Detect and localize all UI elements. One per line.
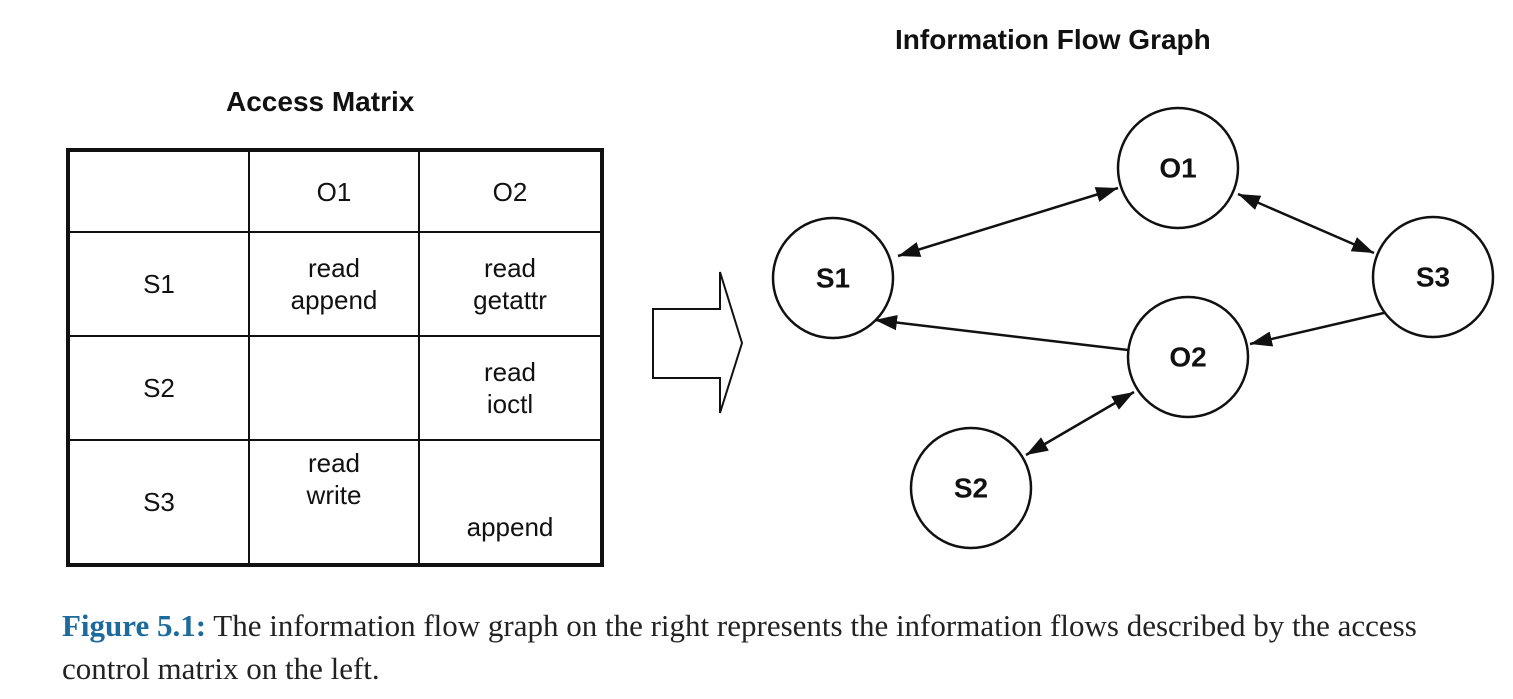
permission: ioctl: [486, 389, 534, 419]
node-s2: S2: [909, 426, 1033, 550]
permission: read: [307, 253, 361, 283]
node-label: S3: [1416, 262, 1450, 293]
matrix-col-header: O1: [248, 149, 420, 233]
permission: write: [306, 480, 362, 510]
matrix-row-header: S2: [67, 335, 250, 441]
transform-arrow-icon: [652, 271, 744, 414]
permission: read: [307, 448, 361, 478]
matrix-cell: append: [418, 439, 603, 566]
matrix-row-header: S3: [67, 439, 250, 566]
matrix-corner-cell: [67, 149, 250, 233]
matrix-row-header: S1: [67, 231, 250, 337]
matrix-cell: [248, 335, 420, 441]
permission: getattr: [473, 285, 547, 315]
figure-label: Figure 5.1:: [62, 608, 207, 643]
node-label: O1: [1159, 153, 1196, 184]
information-flow-graph: S1 O1 S3 O2 S2: [652, 106, 1495, 550]
edge-o1-s3: [1237, 192, 1375, 255]
permission: append: [466, 512, 554, 542]
graph-title: Information Flow Graph: [895, 24, 1211, 55]
caption-text: The information flow graph on the right …: [62, 608, 1417, 686]
node-s1: S1: [771, 216, 895, 340]
figure-caption: Figure 5.1: The information flow graph o…: [62, 604, 1502, 690]
node-o1: O1: [1116, 106, 1240, 230]
node-label: S2: [954, 473, 988, 504]
matrix-title: Access Matrix: [226, 86, 415, 117]
node-label: O2: [1169, 342, 1206, 373]
permission: append: [290, 285, 378, 315]
permission: read: [483, 253, 537, 283]
node-o2: O2: [1126, 295, 1250, 419]
edge-s2-o2: [1025, 390, 1135, 457]
edge-o2-s1: [874, 314, 1129, 352]
node-s3: S3: [1371, 215, 1495, 339]
edge-s3-o2: [1249, 310, 1389, 347]
matrix-header-row: O1 O2: [67, 149, 603, 233]
edge-s1-o1: [897, 186, 1119, 258]
permission: read: [483, 357, 537, 387]
node-label: S1: [816, 263, 850, 294]
matrix-col-header: O2: [418, 149, 603, 233]
